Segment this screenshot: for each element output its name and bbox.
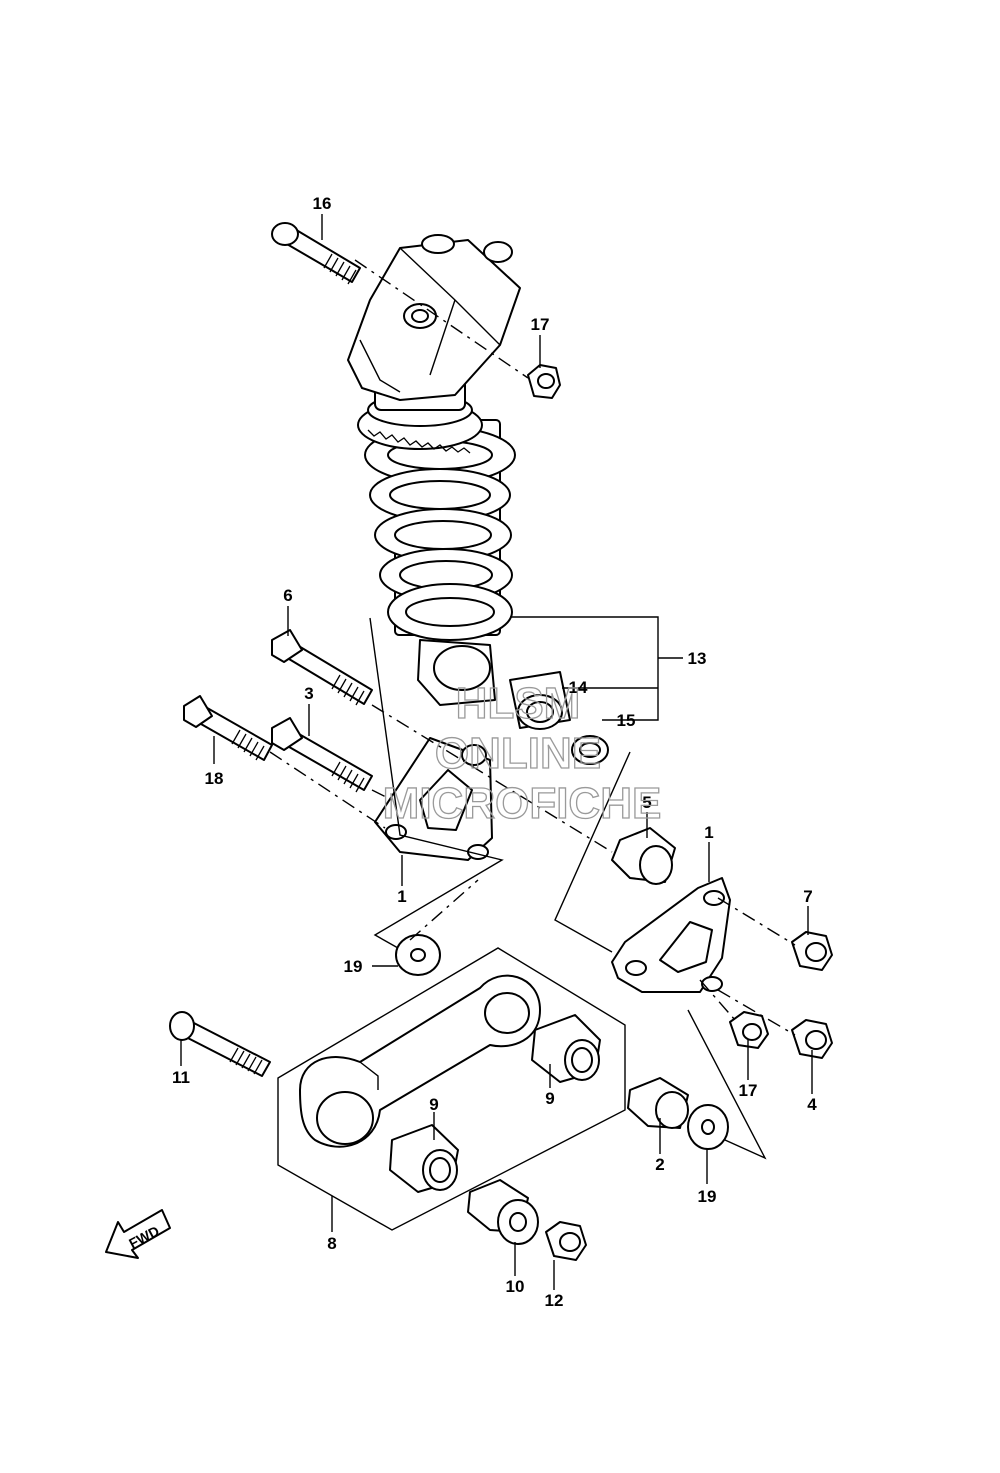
watermark: HLSM ONLINE MICROFICHE	[382, 678, 662, 828]
shock-lower-eye	[417, 639, 496, 706]
watermark-line-3: MICROFICHE	[383, 779, 662, 828]
assembly-lines	[269, 259, 796, 1231]
callout-18: 18	[205, 769, 224, 788]
bolt-6	[271, 629, 373, 706]
bushing-14	[509, 671, 571, 730]
bolt-11	[169, 1011, 271, 1077]
nut-7	[791, 931, 833, 971]
watermark-line-2: ONLINE	[435, 729, 601, 778]
needle-bearing-9-upper	[531, 1014, 601, 1083]
callout-10: 10	[506, 1277, 525, 1296]
rear-shock-absorber	[347, 234, 521, 706]
shock-top-mount	[347, 234, 521, 401]
washer-19-lower	[687, 1104, 729, 1150]
callout-11: 11	[172, 1068, 190, 1087]
callout-19-upper: 19	[344, 957, 363, 976]
watermark-line-1: HLSM	[456, 679, 581, 728]
callout-5: 5	[642, 793, 651, 812]
nut-12	[545, 1221, 587, 1261]
callout-17-upper: 17	[531, 315, 550, 334]
nut-17-upper	[527, 364, 561, 399]
callout-1-left: 1	[397, 887, 406, 906]
callout-17-lower: 17	[739, 1081, 758, 1100]
callout-19-lower: 19	[698, 1187, 717, 1206]
callout-7: 7	[803, 887, 812, 906]
bolt-16	[271, 222, 361, 285]
leader-lines	[180, 214, 813, 1290]
callout-16: 16	[313, 194, 332, 213]
nut-4	[791, 1019, 833, 1059]
bolt-3	[271, 717, 373, 793]
spacer-5	[611, 827, 676, 885]
cushion-lever-bracket-right	[611, 877, 731, 993]
fwd-direction-arrow: FWD	[105, 1209, 171, 1259]
callout-14: 14	[569, 678, 588, 697]
callout-1-right: 1	[704, 823, 713, 842]
shock-spring	[364, 426, 516, 641]
nut-17-lower	[729, 1011, 769, 1049]
callout-6: 6	[283, 586, 292, 605]
callout-labels: 16 17 6 13 14 15 3 18 5 1 1 7 19 11 9 9 …	[172, 194, 817, 1310]
seal-15	[571, 735, 609, 765]
callout-4: 4	[807, 1095, 817, 1114]
spacer-2	[627, 1077, 689, 1129]
bushing-10	[467, 1179, 539, 1245]
callout-8: 8	[327, 1234, 336, 1253]
callout-12: 12	[545, 1291, 564, 1310]
callout-3: 3	[304, 684, 313, 703]
cushion-rod-8	[299, 974, 541, 1148]
callout-9-lower: 9	[429, 1095, 438, 1114]
callout-15: 15	[617, 711, 636, 730]
callout-9-upper: 9	[545, 1089, 554, 1108]
callout-13: 13	[688, 649, 707, 668]
bolt-18	[183, 695, 273, 761]
needle-bearing-9-lower	[389, 1124, 459, 1193]
washer-19-upper	[395, 934, 441, 976]
cushion-lever-bracket-left	[374, 737, 493, 861]
callout-2: 2	[655, 1155, 664, 1174]
